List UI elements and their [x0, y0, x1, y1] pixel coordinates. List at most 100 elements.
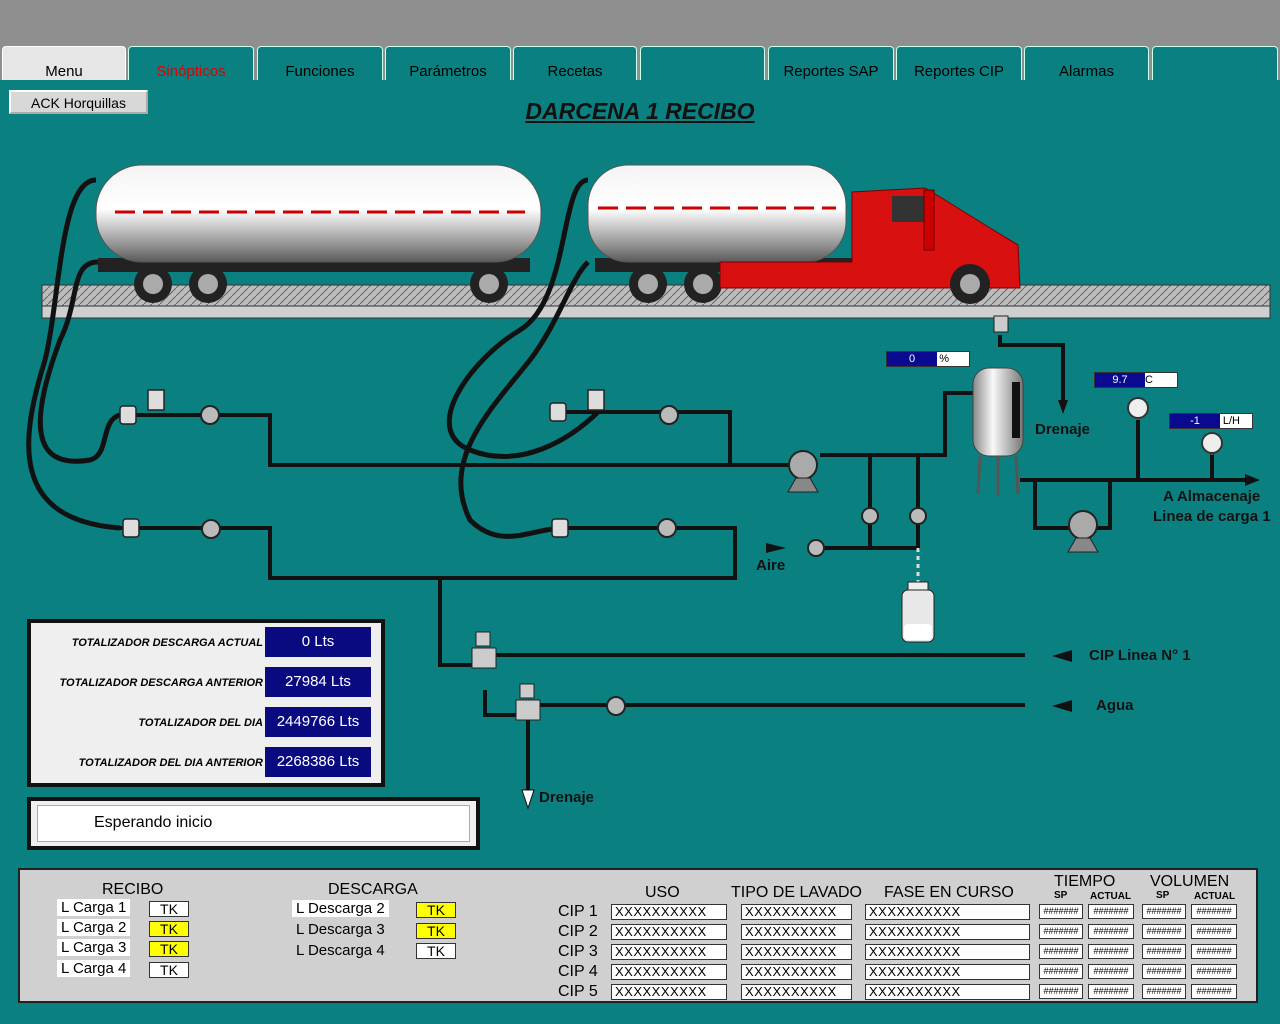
- tab-label: Menu: [45, 63, 83, 80]
- temperature-display: 9.7 C: [1094, 372, 1178, 388]
- aire-label: Aire: [756, 557, 786, 574]
- cip-fase-field: XXXXXXXXXX: [865, 904, 1030, 920]
- tab-parametros[interactable]: Parámetros: [385, 46, 511, 80]
- cip-uso-field: XXXXXXXXXX: [611, 904, 727, 920]
- pump-1: [787, 450, 819, 493]
- pressure-gauge-icon: [1127, 397, 1223, 455]
- tab-funciones[interactable]: Funciones: [257, 46, 383, 80]
- cip-linea-label: CIP Linea N° 1: [1089, 647, 1191, 664]
- tab-reportes-cip[interactable]: Reportes CIP: [896, 46, 1022, 80]
- volumen-actual-header: ACTUAL: [1194, 891, 1236, 902]
- cip-row-label: CIP 3: [558, 943, 598, 960]
- status-panel: Esperando inicio: [27, 797, 480, 850]
- tab-alarmas[interactable]: Alarmas: [1024, 46, 1149, 80]
- recibo-tk-1[interactable]: TK: [149, 901, 189, 917]
- cip-fase-field: XXXXXXXXXX: [865, 984, 1030, 1000]
- air-eliminator-vessel: [972, 367, 1024, 496]
- cip-tiempo-actual-field: #######: [1088, 984, 1134, 999]
- level-unit: %: [939, 353, 949, 365]
- totalizer-value: 0 Lts: [265, 627, 371, 657]
- almacenaje-label: A Almacenaje: [1163, 488, 1261, 505]
- totalizer-value: 27984 Lts: [265, 667, 371, 697]
- temperature-value: 9.7: [1095, 373, 1145, 387]
- flow-unit: L/H: [1222, 415, 1240, 427]
- ack-horquillas-button[interactable]: ACK Horquillas: [9, 90, 148, 114]
- totalizer-label: TOTALIZADOR DESCARGA ANTERIOR: [59, 677, 264, 689]
- totalizer-value: 2449766 Lts: [265, 707, 371, 737]
- totalizer-value: 2268386 Lts: [265, 747, 371, 777]
- uso-header: USO: [645, 884, 680, 901]
- cip-tiempo-actual-field: #######: [1088, 904, 1134, 919]
- cip-volumen-actual-field: #######: [1191, 924, 1237, 939]
- recibo-tk-4[interactable]: TK: [149, 962, 189, 978]
- cip-volumen-actual-field: #######: [1191, 944, 1237, 959]
- cip-volumen-actual-field: #######: [1191, 984, 1237, 999]
- recibo-tk-2[interactable]: TK: [149, 921, 189, 937]
- flow-arrows: [766, 400, 1260, 712]
- tab-empty-1[interactable]: [640, 46, 765, 80]
- descarga-tk-2[interactable]: TK: [416, 902, 456, 918]
- cip-tipo-field: XXXXXXXXXX: [741, 964, 852, 980]
- tab-label: Alarmas: [1058, 63, 1114, 80]
- recibo-line-label: L Carga 2: [57, 919, 131, 936]
- cip-fase-field: XXXXXXXXXX: [865, 924, 1030, 940]
- temperature-unit: C: [1145, 374, 1153, 386]
- road-curb: [41, 305, 1271, 319]
- tab-menu[interactable]: Menu: [2, 46, 126, 80]
- flow-value: -1: [1170, 414, 1220, 428]
- cip-tiempo-actual-field: #######: [1088, 944, 1134, 959]
- cip-tipo-field: XXXXXXXXXX: [741, 944, 852, 960]
- cip-uso-field: XXXXXXXXXX: [611, 984, 727, 1000]
- cip-volumen-sp-field: #######: [1142, 904, 1186, 919]
- sample-bottle: [901, 581, 935, 643]
- cip-row-label: CIP 1: [558, 903, 598, 920]
- truck-cab: [719, 187, 1021, 304]
- page-title: DARCENA 1 RECIBO: [525, 98, 755, 124]
- cip-tiempo-sp-field: #######: [1039, 924, 1083, 939]
- totalizer-row: TOTALIZADOR DESCARGA ACTUAL 0 Lts: [31, 627, 381, 659]
- totalizer-label: TOTALIZADOR DEL DIA ANTERIOR: [78, 757, 263, 769]
- recibo-line-label: L Carga 4: [57, 960, 131, 977]
- tab-label: Recetas: [547, 63, 603, 80]
- drenaje-top-label: Drenaje: [1035, 421, 1091, 438]
- tab-sinopticos[interactable]: Sinópticos: [128, 46, 254, 80]
- recibo-tk-3[interactable]: TK: [149, 941, 189, 957]
- cip-tiempo-actual-field: #######: [1088, 924, 1134, 939]
- cip-volumen-actual-field: #######: [1191, 964, 1237, 979]
- drenaje-bottom-label: Drenaje: [539, 789, 595, 806]
- hoses: [26, 177, 602, 539]
- tiempo-header: TIEMPO: [1054, 873, 1116, 890]
- cip-tiempo-actual-field: #######: [1088, 964, 1134, 979]
- level-value: 0: [887, 352, 937, 366]
- cip-fase-field: XXXXXXXXXX: [865, 944, 1030, 960]
- window-top-bar: [0, 0, 1280, 46]
- cip-volumen-sp-field: #######: [1142, 984, 1186, 999]
- cip-tipo-field: XXXXXXXXXX: [741, 904, 852, 920]
- tab-empty-2[interactable]: [1152, 46, 1278, 80]
- totalizer-row: TOTALIZADOR DEL DIA 2449766 Lts: [31, 707, 381, 739]
- cip-row-label: CIP 5: [558, 983, 598, 1000]
- tab-label: Funciones: [285, 63, 355, 80]
- tab-label: Reportes CIP: [913, 63, 1005, 80]
- cip-row-label: CIP 2: [558, 923, 598, 940]
- tab-recetas[interactable]: Recetas: [513, 46, 637, 80]
- descarga-tk-4[interactable]: TK: [416, 943, 456, 959]
- descarga-tk-3[interactable]: TK: [416, 923, 456, 939]
- cip-uso-field: XXXXXXXXXX: [611, 924, 727, 940]
- cip-tiempo-sp-field: #######: [1039, 944, 1083, 959]
- tank-trailer-1: [95, 164, 542, 303]
- cip-volumen-actual-field: #######: [1191, 904, 1237, 919]
- tab-label: Reportes SAP: [783, 63, 879, 80]
- volumen-header: VOLUMEN: [1150, 873, 1230, 890]
- tab-reportes-sap[interactable]: Reportes SAP: [768, 46, 894, 80]
- main-tabs: Menu Sinópticos Funciones Parámetros Rec…: [0, 46, 1280, 82]
- descarga-line-label: L Descarga 4: [296, 942, 385, 959]
- cip-volumen-sp-field: #######: [1142, 964, 1186, 979]
- cip-volumen-sp-field: #######: [1142, 944, 1186, 959]
- cip-volumen-sp-field: #######: [1142, 924, 1186, 939]
- valve-group: [119, 389, 927, 716]
- cip-tiempo-sp-field: #######: [1039, 964, 1083, 979]
- cip-fase-field: XXXXXXXXXX: [865, 964, 1030, 980]
- tiempo-sp-header: SP: [1054, 890, 1068, 901]
